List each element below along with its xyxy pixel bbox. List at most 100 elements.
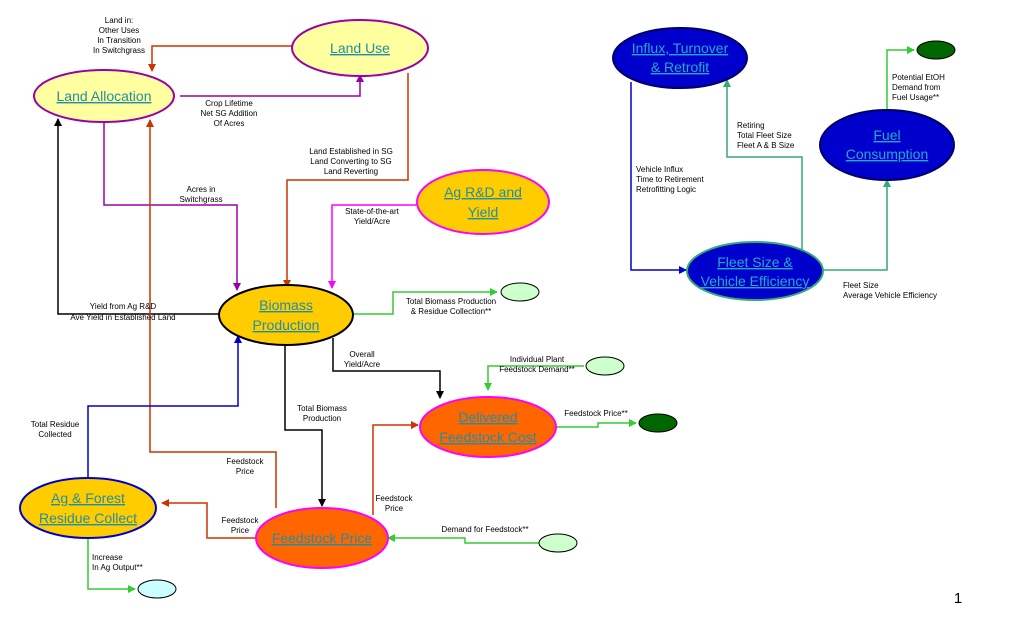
influx-line2: & Retrofit: [651, 59, 709, 75]
output-oval-demand-feedstock: [538, 533, 578, 553]
ag-rd-line1: Ag R&D and: [444, 184, 522, 200]
label-fleet-size-avg: Fleet Size Average Vehicle Efficiency: [843, 281, 937, 300]
svg-text:Time to Retirement: Time to Retirement: [636, 175, 705, 184]
output-oval-feedstock-price: [638, 413, 678, 433]
svg-text:Land Reverting: Land Reverting: [324, 167, 378, 176]
feedstock-price-label: Feedstock Price: [272, 530, 373, 546]
arrow-landuse-to-landallocation: [148, 45, 292, 72]
biomass-line2: Production: [253, 317, 320, 333]
svg-text:Crop Lifetime: Crop Lifetime: [205, 99, 253, 108]
ag-rd-line2: Yield: [468, 204, 499, 220]
svg-text:Ave Yield in Established Land: Ave Yield in Established Land: [70, 313, 175, 322]
node-ag-forest-residue[interactable]: Ag & Forest Residue Collect: [19, 477, 157, 539]
svg-text:Overall: Overall: [349, 350, 375, 359]
delivered-line1: Delivered: [458, 409, 517, 425]
svg-text:Price: Price: [236, 467, 255, 476]
label-total-residue: Total Residue Collected: [31, 420, 80, 439]
label-crop-lifetime: Crop Lifetime Net SG Addition Of Acres: [201, 99, 258, 128]
node-influx-turnover[interactable]: Influx, Turnover & Retrofit: [612, 27, 748, 89]
label-acres-switchgrass: Acres in Switchgrass: [179, 185, 222, 204]
svg-text:Acres in: Acres in: [187, 185, 216, 194]
fleet-line1: Fleet Size &: [717, 254, 793, 270]
label-potential-etoh: Potential EtOH Demand from Fuel Usage**: [892, 73, 945, 102]
node-land-use[interactable]: Land Use: [291, 19, 429, 77]
residue-line2: Residue Collect: [39, 510, 137, 526]
fleet-line2: Vehicle Efficiency: [701, 273, 810, 289]
label-land-established: Land Established in SG Land Converting t…: [309, 147, 393, 176]
svg-text:Yield/Acre: Yield/Acre: [354, 217, 391, 226]
svg-text:Feedstock Demand**: Feedstock Demand**: [499, 365, 575, 374]
svg-text:Net SG Addition: Net SG Addition: [201, 109, 258, 118]
arrow-biomass-to-landallocation: [54, 118, 220, 315]
arrow-demand-to-feedstockprice: [387, 534, 539, 544]
fuel-line1: Fuel: [873, 127, 900, 143]
svg-text:Feedstock: Feedstock: [222, 516, 260, 525]
label-retiring: Retiring Total Fleet Size Fleet A & B Si…: [737, 121, 795, 150]
page-number: 1: [954, 590, 962, 607]
node-fuel-consumption[interactable]: Fuel Consumption: [819, 109, 955, 181]
node-ag-rd-yield[interactable]: Ag R&D and Yield: [416, 169, 550, 235]
svg-text:Yield/Acre: Yield/Acre: [344, 360, 381, 369]
node-land-allocation[interactable]: Land Allocation: [33, 69, 175, 123]
svg-text:Vehicle Influx: Vehicle Influx: [636, 165, 683, 174]
svg-text:Increase: Increase: [92, 553, 123, 562]
arrow-biomass-to-feedstockprice: [284, 345, 326, 507]
arrow-biomass-to-output: [354, 288, 498, 315]
svg-text:Fleet Size: Fleet Size: [843, 281, 879, 290]
arrow-influx-to-fleet: [630, 82, 687, 274]
arrow-feedstockprice-to-residue: [161, 499, 256, 539]
arrow-fleet-to-influx: [723, 79, 803, 256]
svg-text:& Residue Collection**: & Residue Collection**: [411, 307, 492, 316]
label-demand-feedstock: Demand for Feedstock**: [441, 525, 528, 534]
node-fleet-size[interactable]: Fleet Size & Vehicle Efficiency: [686, 241, 824, 301]
node-biomass-production[interactable]: Biomass Production: [218, 284, 354, 346]
output-oval-fuel-usage: [916, 40, 956, 60]
svg-text:Land Established in SG: Land Established in SG: [309, 147, 393, 156]
svg-text:In Transition: In Transition: [97, 36, 141, 45]
label-feedstock-price-1: Feedstock Price: [227, 457, 265, 476]
land-allocation-label: Land Allocation: [57, 88, 152, 104]
arrow-biomass-to-delivered: [332, 338, 444, 399]
label-vehicle-influx: Vehicle Influx Time to Retirement Retrof…: [636, 165, 705, 194]
arrow-feedstockprice-to-delivered: [372, 421, 419, 515]
arrow-residue-to-biomass: [87, 335, 242, 480]
svg-text:Fuel Usage**: Fuel Usage**: [892, 93, 939, 102]
svg-text:In Switchgrass: In Switchgrass: [93, 46, 145, 55]
svg-text:Other Uses: Other Uses: [99, 26, 139, 35]
fuel-line2: Consumption: [846, 146, 929, 162]
svg-text:Potential EtOH: Potential EtOH: [892, 73, 945, 82]
biomass-line1: Biomass: [259, 297, 313, 313]
svg-text:Production: Production: [303, 414, 341, 423]
svg-text:In Ag Output**: In Ag Output**: [92, 563, 143, 572]
label-increase-ag: Increase In Ag Output**: [92, 553, 143, 572]
output-oval-total-biomass: [500, 282, 540, 302]
arrow-delivered-to-output: [556, 419, 637, 428]
label-yield-from-ag: Yield from Ag R&D Ave Yield in Establish…: [70, 302, 175, 322]
label-state-of-art: State-of-the-art Yield/Acre: [345, 207, 400, 226]
svg-text:Yield from Ag R&D: Yield from Ag R&D: [90, 302, 157, 311]
svg-text:Total Biomass: Total Biomass: [297, 404, 347, 413]
arrow-agrd-to-biomass: [328, 204, 418, 289]
svg-text:State-of-the-art: State-of-the-art: [345, 207, 400, 216]
node-delivered-feedstock-cost[interactable]: Delivered Feedstock Cost: [419, 396, 557, 458]
svg-text:Retiring: Retiring: [737, 121, 765, 130]
residue-line1: Ag & Forest: [51, 490, 125, 506]
svg-text:Of Acres: Of Acres: [214, 119, 245, 128]
svg-text:Average Vehicle Efficiency: Average Vehicle Efficiency: [843, 291, 937, 300]
node-feedstock-price[interactable]: Feedstock Price: [255, 507, 389, 569]
label-total-biomass-production: Total Biomass Production: [297, 404, 347, 423]
label-feedstock-price-3: Feedstock Price: [222, 516, 260, 535]
delivered-line2: Feedstock Cost: [439, 429, 536, 445]
svg-text:Demand from: Demand from: [892, 83, 941, 92]
influx-line1: Influx, Turnover: [632, 40, 729, 56]
svg-text:Price: Price: [231, 526, 250, 535]
svg-text:Demand for Feedstock**: Demand for Feedstock**: [441, 525, 528, 534]
arrow-fleet-to-fuel: [823, 179, 891, 271]
svg-text:Switchgrass: Switchgrass: [179, 195, 222, 204]
arrow-feedstockprice-to-landallocation: [146, 119, 277, 508]
output-oval-ag-output: [137, 579, 177, 599]
svg-text:Total Fleet Size: Total Fleet Size: [737, 131, 792, 140]
svg-text:Price: Price: [385, 504, 404, 513]
label-individual-plant: Individual Plant Feedstock Demand**: [499, 355, 575, 374]
